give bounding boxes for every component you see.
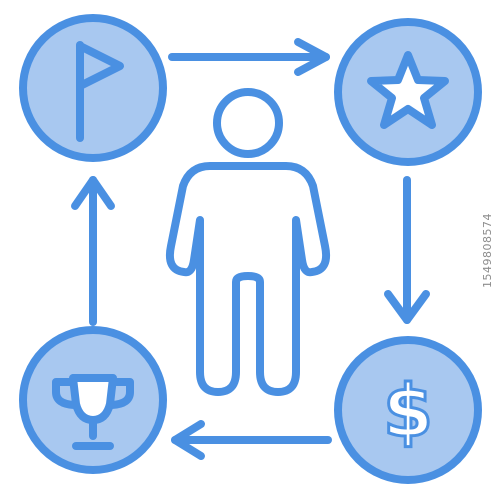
dollar-circle — [334, 336, 482, 484]
arrow-right — [168, 38, 330, 76]
star-circle — [334, 18, 482, 166]
stock-watermark: 1549808574 — [480, 0, 494, 500]
person-icon — [165, 88, 331, 396]
arrow-down — [384, 176, 430, 324]
trophy-icon — [52, 374, 134, 450]
flag-circle — [19, 14, 167, 162]
trophy-circle — [19, 326, 167, 474]
circle-background — [334, 336, 482, 484]
circle-background — [19, 14, 167, 162]
arrow-left — [171, 420, 332, 460]
arrow-up — [71, 176, 115, 326]
dollar-icon: $ — [383, 369, 433, 453]
person-head — [213, 88, 283, 158]
star-icon — [367, 51, 449, 129]
person-body — [165, 162, 331, 396]
watermark-id: 1549808574 — [480, 212, 494, 288]
flag-icon — [76, 41, 124, 142]
